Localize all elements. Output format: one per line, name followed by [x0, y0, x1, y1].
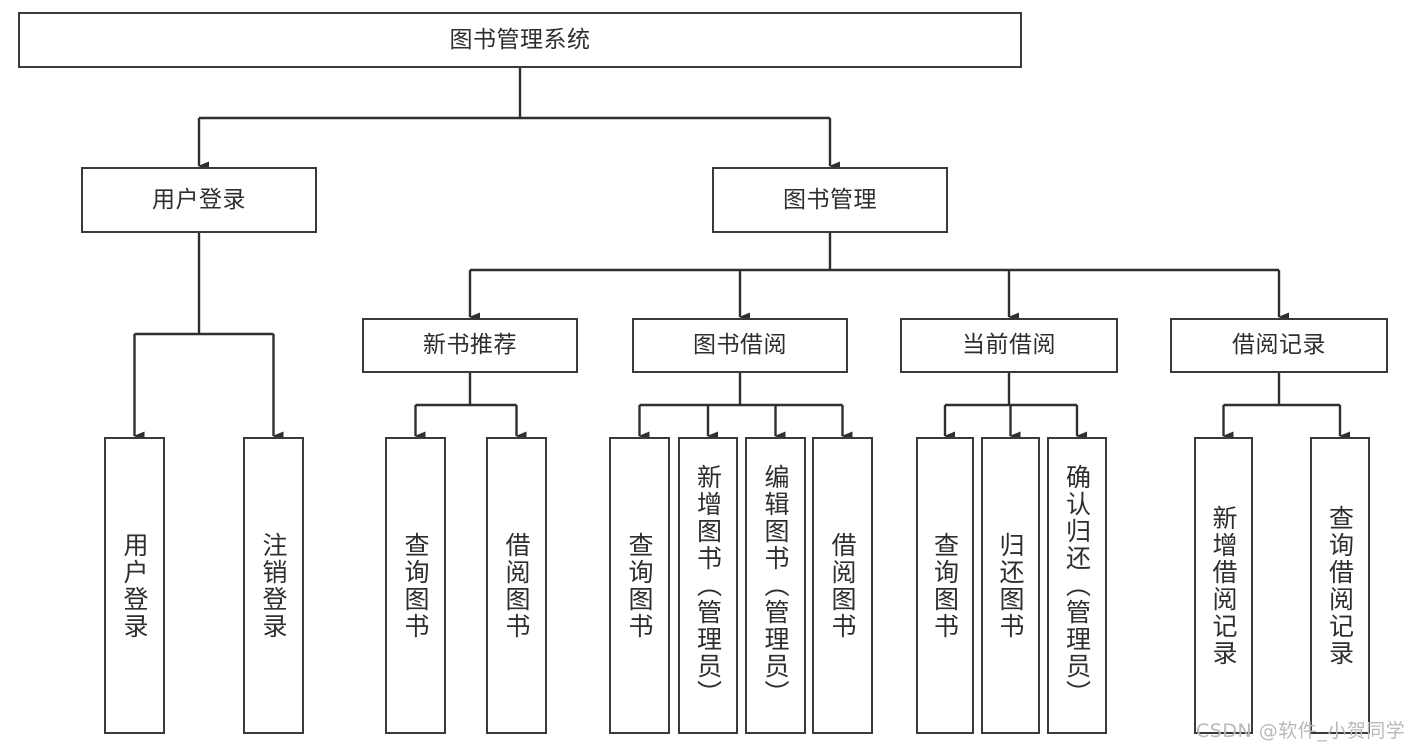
node-l3b[interactable]: 图书借阅: [632, 318, 848, 373]
node-l2a[interactable]: 用户登录: [81, 167, 317, 233]
node-label: 借阅记录: [1232, 332, 1326, 359]
node-label: 查询图书: [401, 531, 430, 640]
node-leaf10[interactable]: 归还图书: [981, 437, 1040, 734]
node-label: 查询图书: [930, 531, 960, 640]
node-label: 借阅图书: [502, 531, 531, 640]
node-leaf13[interactable]: 查询借阅记录: [1310, 437, 1370, 734]
node-leaf8[interactable]: 借阅图书: [812, 437, 873, 734]
node-label: 查询借阅记录: [1325, 504, 1355, 667]
node-label: 用户登录: [120, 531, 149, 640]
node-leaf4[interactable]: 借阅图书: [486, 437, 547, 734]
node-leaf3[interactable]: 查询图书: [385, 437, 446, 734]
node-l2b[interactable]: 图书管理: [712, 167, 948, 233]
node-label: 当前借阅: [962, 332, 1056, 359]
node-leaf5[interactable]: 查询图书: [609, 437, 670, 734]
node-leaf11[interactable]: 确认归还（管理员）: [1047, 437, 1107, 734]
node-label: 新书推荐: [423, 332, 517, 359]
node-label: 确认归还（管理员）: [1062, 464, 1092, 707]
node-label: 用户登录: [152, 186, 246, 213]
node-label: 图书管理系统: [449, 26, 591, 53]
node-label: 借阅图书: [828, 531, 857, 640]
node-leaf1[interactable]: 用户登录: [104, 437, 165, 734]
node-label: 新增图书（管理员）: [693, 464, 723, 707]
node-label: 图书借阅: [693, 332, 787, 359]
node-leaf2[interactable]: 注销登录: [243, 437, 304, 734]
node-label: 注销登录: [259, 531, 288, 640]
node-root[interactable]: 图书管理系统: [18, 12, 1022, 68]
node-leaf9[interactable]: 查询图书: [916, 437, 974, 734]
node-leaf12[interactable]: 新增借阅记录: [1194, 437, 1253, 734]
node-l3d[interactable]: 借阅记录: [1170, 318, 1388, 373]
watermark-text: CSDN @软件_小贺同学: [1196, 720, 1405, 742]
node-label: 编辑图书（管理员）: [761, 464, 790, 707]
node-l3a[interactable]: 新书推荐: [362, 318, 578, 373]
node-leaf7[interactable]: 编辑图书（管理员）: [745, 437, 806, 734]
node-label: 查询图书: [625, 531, 654, 640]
node-l3c[interactable]: 当前借阅: [900, 318, 1118, 373]
node-leaf6[interactable]: 新增图书（管理员）: [678, 437, 738, 734]
node-label: 图书管理: [783, 186, 877, 213]
node-label: 新增借阅记录: [1209, 504, 1238, 667]
node-label: 归还图书: [996, 531, 1025, 640]
